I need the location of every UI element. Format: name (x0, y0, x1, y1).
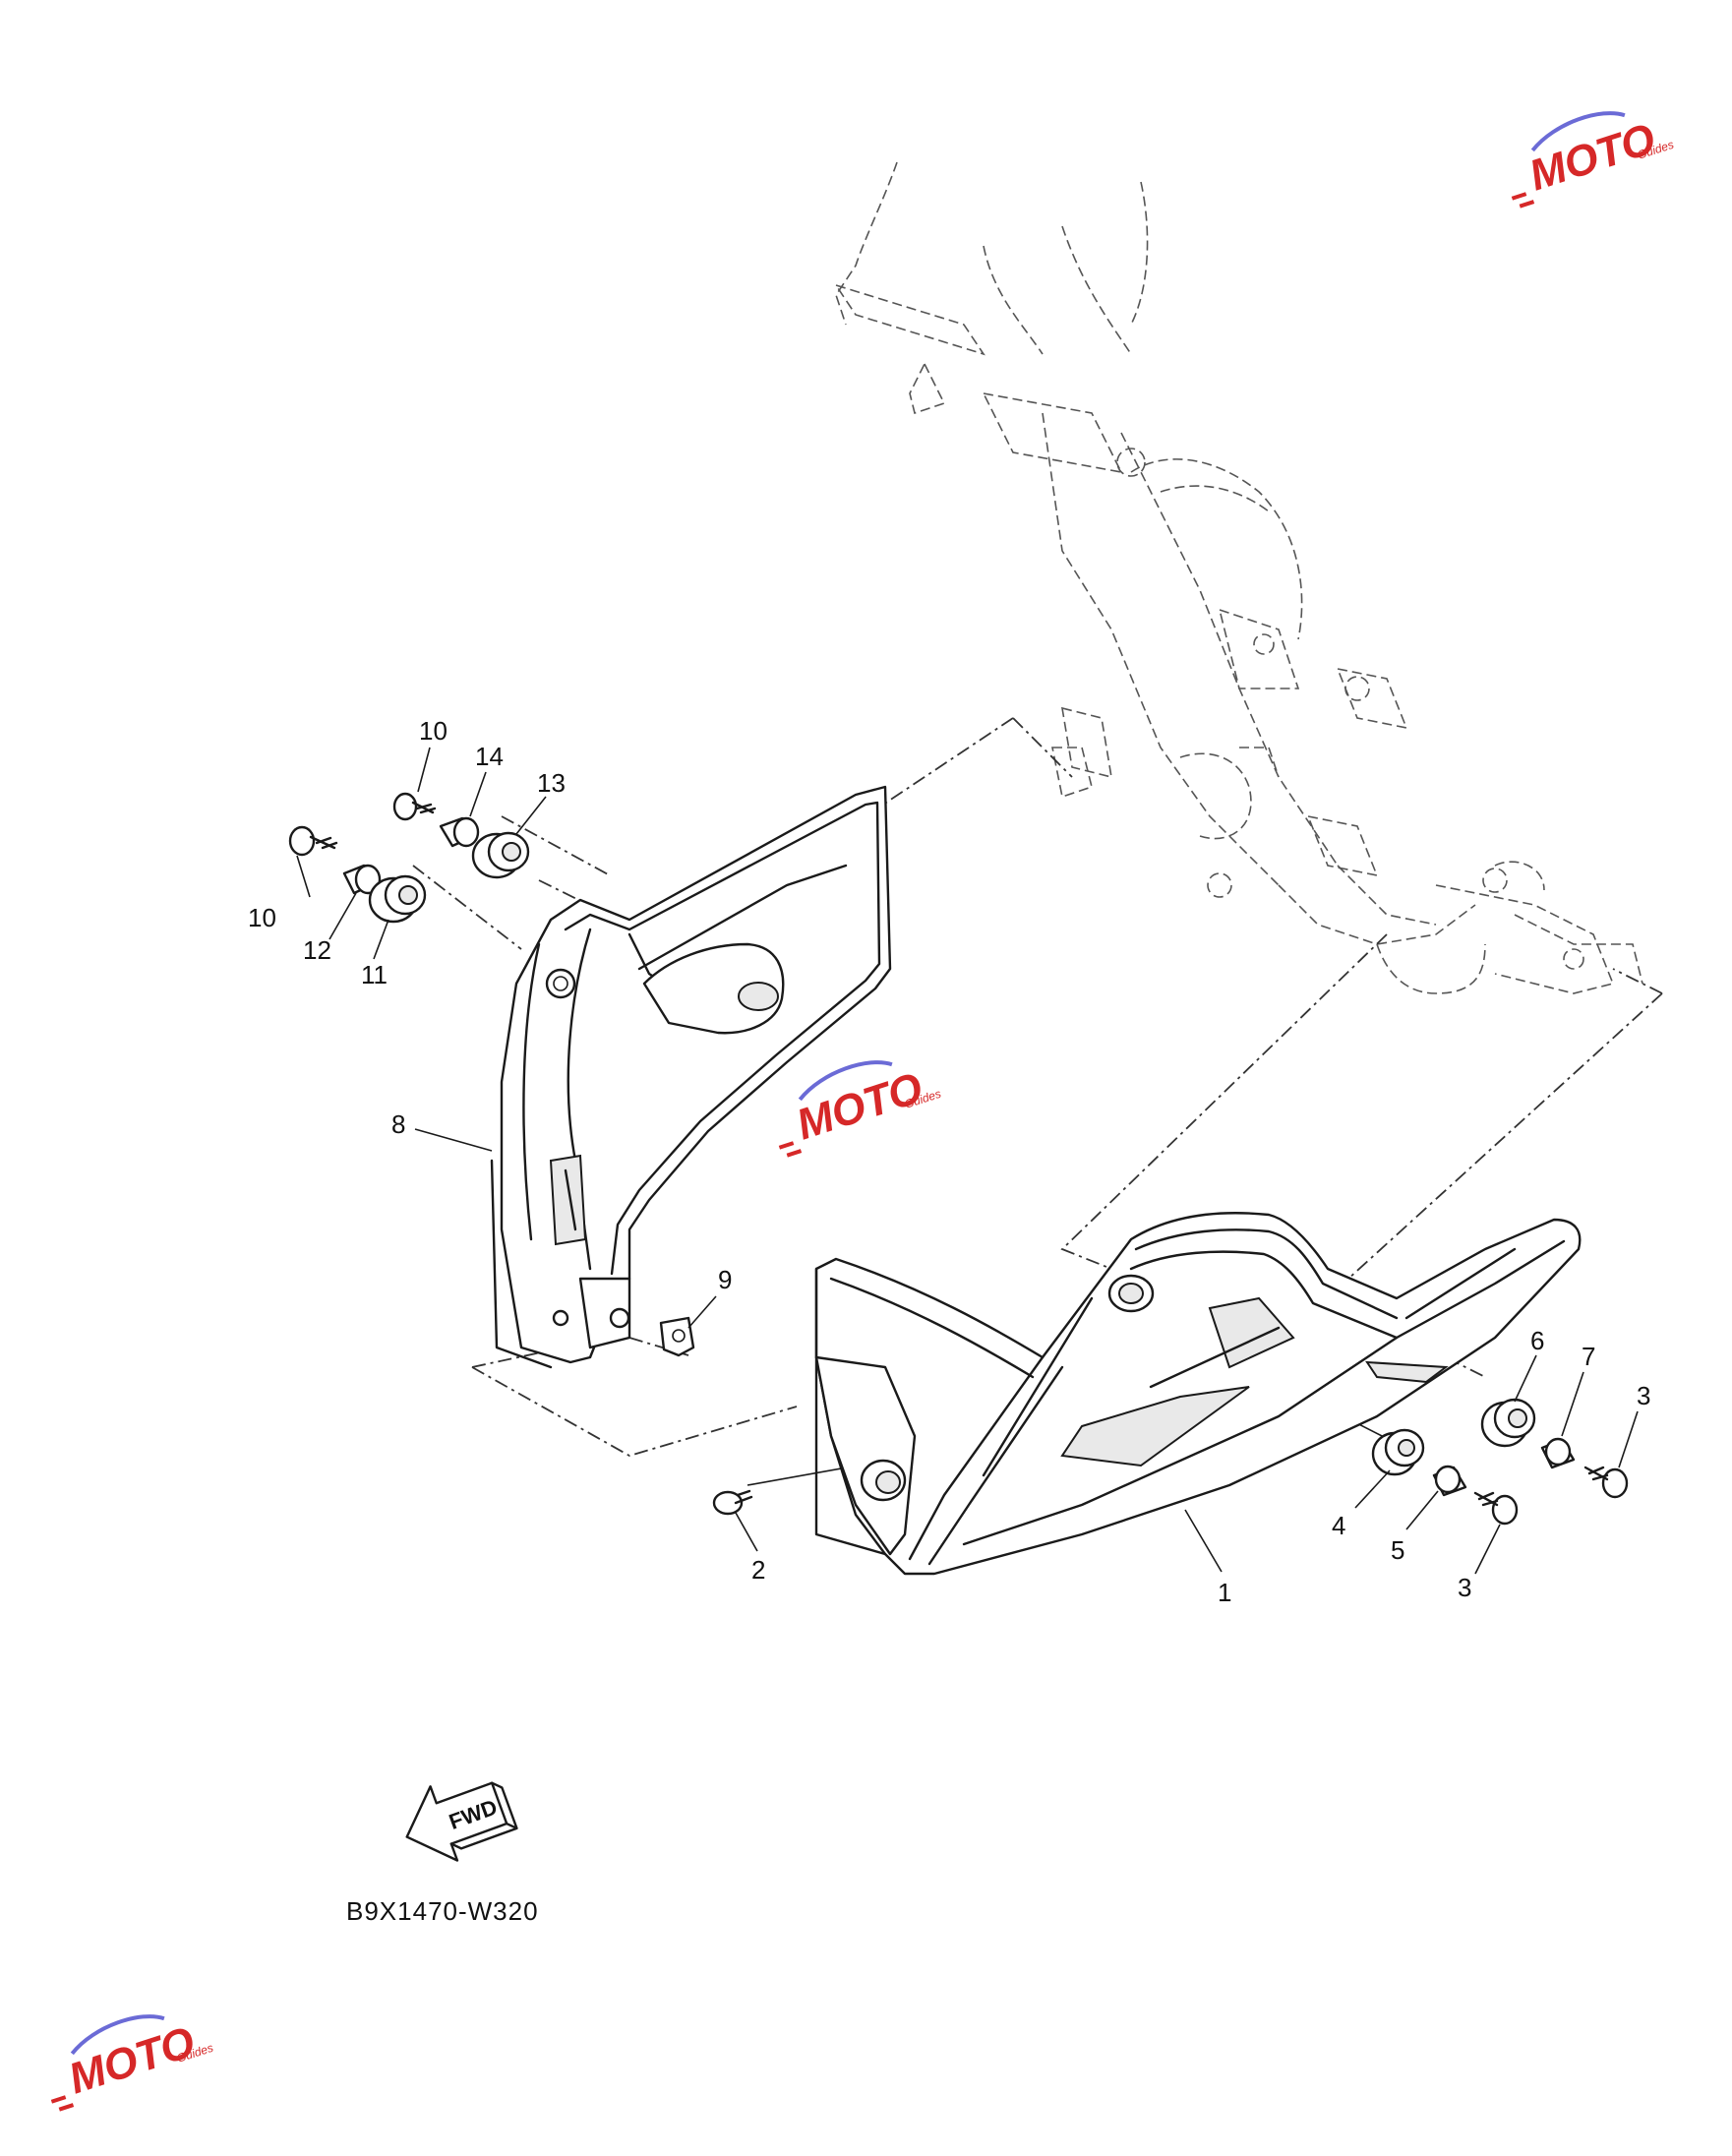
callout-12: 12 (303, 935, 331, 965)
screw-part-2 (712, 1489, 753, 1516)
grommet-part-13 (471, 831, 530, 879)
callout-14: 14 (475, 742, 504, 771)
grommet-part-6 (1480, 1398, 1536, 1448)
under-cowl-part-1 (814, 1212, 1582, 1576)
bolt-part-3-lower (1473, 1491, 1519, 1526)
watermark-logo-bottom-left: MOTO Guides (50, 2014, 215, 2112)
callout-5: 5 (1391, 1535, 1404, 1565)
drawing-code: B9X1470-W320 (346, 1896, 539, 1926)
callout-13: 13 (537, 768, 566, 798)
grommet-part-4 (1371, 1428, 1425, 1476)
callouts: 10 14 13 10 12 11 8 9 2 1 4 5 3 6 7 3 (248, 716, 1650, 1607)
collar-part-7 (1540, 1437, 1576, 1469)
callout-11: 11 (361, 960, 388, 989)
callout-10-upper: 10 (419, 716, 448, 746)
grommet-part-11 (368, 874, 427, 924)
callout-4: 4 (1332, 1511, 1345, 1540)
side-cover-part-8 (490, 785, 892, 1369)
callout-3-lower: 3 (1458, 1573, 1471, 1602)
bolt-part-10-lower (288, 825, 338, 857)
fasteners (288, 792, 1629, 1526)
bolt-part-10-upper (392, 792, 437, 821)
callout-6: 6 (1530, 1326, 1544, 1355)
collar-part-5 (1432, 1465, 1467, 1497)
callout-2: 2 (751, 1555, 765, 1585)
callout-10-lower: 10 (248, 903, 276, 932)
leader-lines (296, 747, 1639, 1575)
bolt-part-3-upper (1583, 1466, 1629, 1499)
clip-nut-part-9 (659, 1316, 695, 1357)
frame-outline (834, 161, 1643, 994)
callout-1: 1 (1218, 1578, 1231, 1607)
collar-part-14 (439, 816, 480, 848)
callout-7: 7 (1582, 1342, 1595, 1371)
forward-direction-arrow: FWD (405, 1781, 518, 1862)
callout-9: 9 (718, 1265, 732, 1294)
watermark-logo-top-right: MOTO Guides (1511, 111, 1676, 209)
callout-8: 8 (391, 1109, 405, 1139)
callout-3-upper: 3 (1637, 1381, 1650, 1410)
